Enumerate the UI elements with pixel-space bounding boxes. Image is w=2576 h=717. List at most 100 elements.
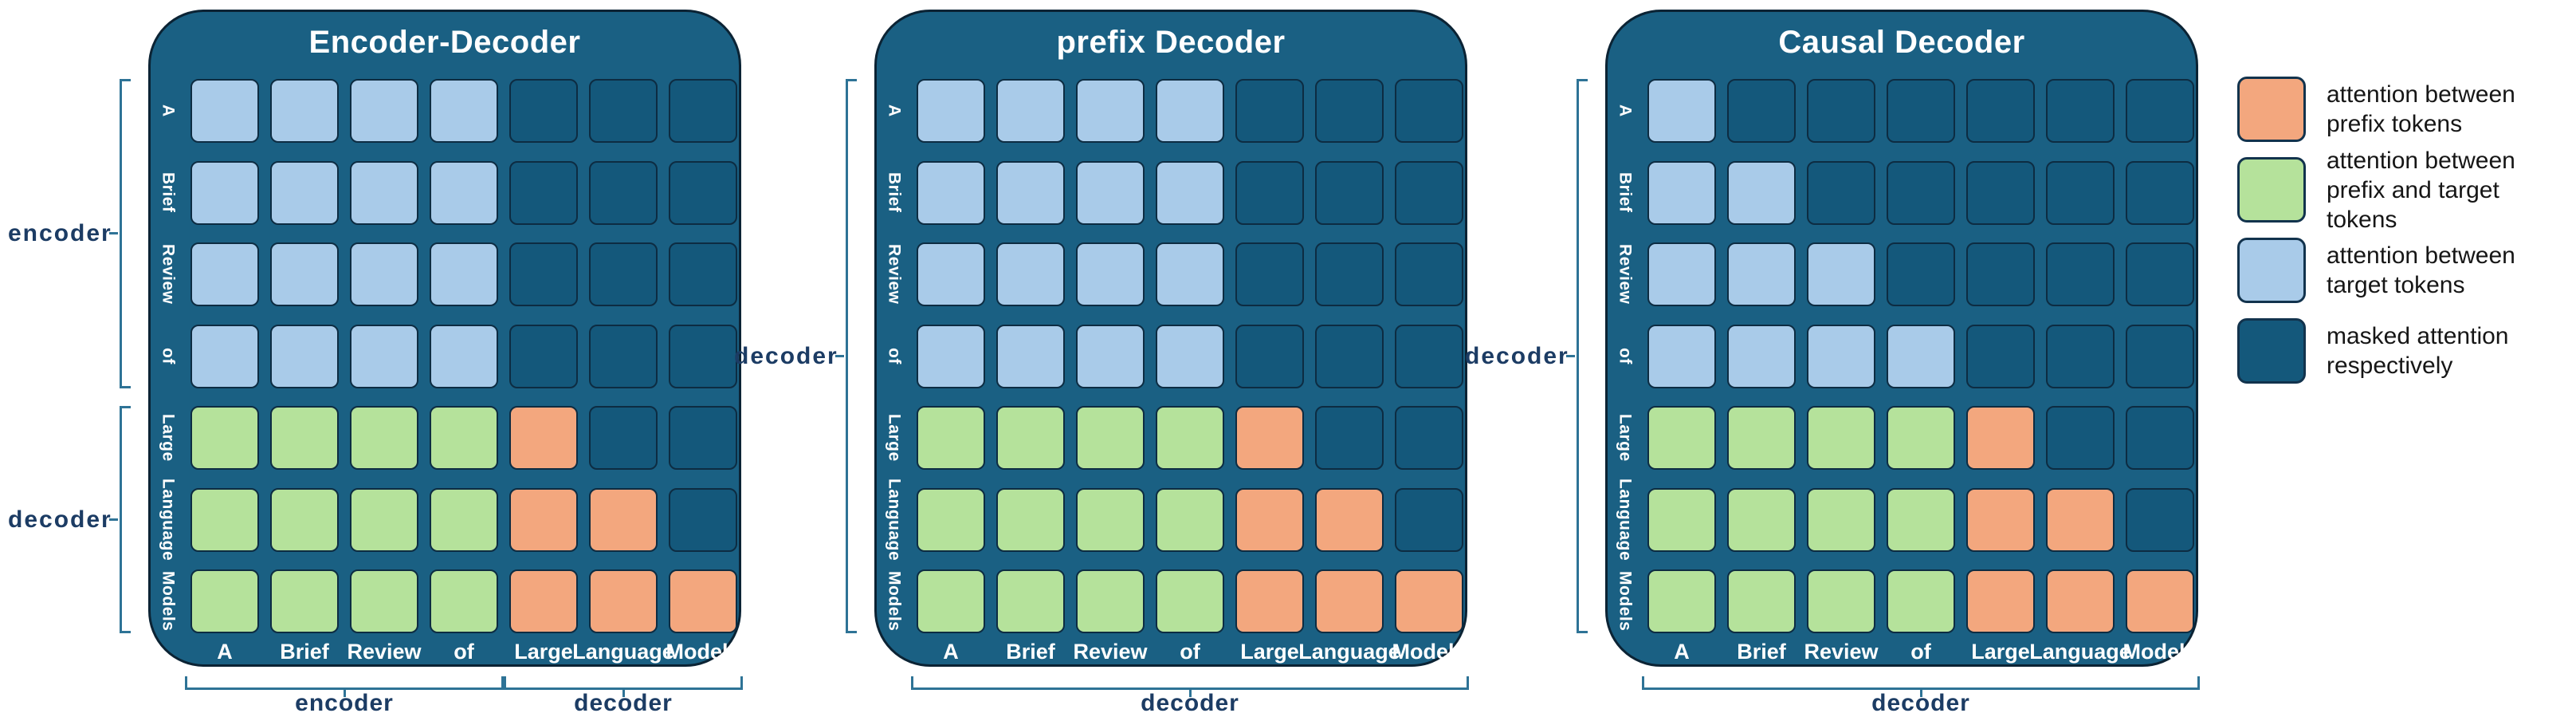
col-label: Brief xyxy=(280,639,329,664)
legend-item: masked attention respectively xyxy=(2237,318,2575,384)
col-label: Language xyxy=(1298,639,1400,664)
row-label: Language xyxy=(885,478,904,561)
attention-cell-target-attention xyxy=(917,242,985,306)
col-label: Models xyxy=(666,639,740,664)
encoder-span-label: encoder xyxy=(8,219,112,246)
attention-cell-prefix-attention xyxy=(1235,487,1304,552)
bracket-connector xyxy=(835,355,844,357)
attention-cell-prefix-target-attention xyxy=(1647,406,1716,470)
attention-cell-target-attention xyxy=(1727,160,1796,225)
attention-cell-prefix-attention xyxy=(1235,569,1304,633)
col-label: Review xyxy=(1804,639,1879,664)
legend-item: attention between prefix and target toke… xyxy=(2237,148,2575,233)
attention-cell-target-attention xyxy=(430,160,498,225)
bottom-bracket xyxy=(911,676,1469,690)
attention-cell-masked-attention xyxy=(2126,160,2194,225)
attention-cell-target-attention xyxy=(1727,242,1796,306)
attention-cell-prefix-target-attention xyxy=(350,487,418,552)
attention-cell-prefix-attention xyxy=(2126,569,2194,633)
col-label: Review xyxy=(347,639,422,664)
attention-cell-target-attention xyxy=(996,324,1065,388)
legend-label: attention between prefix tokens xyxy=(2327,81,2515,137)
attention-cell-target-attention xyxy=(430,324,498,388)
side-bracket xyxy=(120,406,131,633)
attention-cell-target-attention xyxy=(190,79,259,143)
attention-cell-target-attention xyxy=(350,79,418,143)
col-label: Large xyxy=(1971,639,2030,664)
col-label: A xyxy=(1674,639,1690,664)
col-label: Language xyxy=(2029,639,2131,664)
attention-cell-target-attention xyxy=(996,79,1065,143)
attention-cell-masked-attention xyxy=(1887,160,1955,225)
col-label: Review xyxy=(1073,639,1148,664)
attention-cell-target-attention xyxy=(996,160,1065,225)
attention-cell-target-attention xyxy=(190,242,259,306)
legend-swatch-target-attention xyxy=(2237,238,2306,303)
attention-cell-prefix-target-attention xyxy=(1076,406,1145,470)
attention-cell-target-attention xyxy=(190,324,259,388)
attention-cell-target-attention xyxy=(270,242,339,306)
attention-cell-prefix-attention xyxy=(1966,487,2035,552)
attention-cell-prefix-attention xyxy=(589,569,658,633)
attention-cell-target-attention xyxy=(1076,324,1145,388)
attention-cell-target-attention xyxy=(270,160,339,225)
attention-cell-prefix-attention xyxy=(509,406,578,470)
attention-cell-target-attention xyxy=(1076,160,1145,225)
decoder-span-label: decoder xyxy=(1141,690,1239,716)
attention-cell-masked-attention xyxy=(2126,406,2194,470)
attention-cell-prefix-target-attention xyxy=(917,569,985,633)
attention-cell-prefix-target-attention xyxy=(996,487,1065,552)
attention-cell-masked-attention xyxy=(1395,324,1463,388)
side-bracket xyxy=(846,79,857,633)
attention-cell-masked-attention xyxy=(589,160,658,225)
attention-cell-prefix-attention xyxy=(2046,569,2115,633)
col-label: Large xyxy=(514,639,573,664)
encoder-span-label: encoder xyxy=(295,690,394,716)
attention-cell-masked-attention xyxy=(1966,79,2035,143)
attention-cell-masked-attention xyxy=(509,79,578,143)
row-label: Brief xyxy=(159,172,178,213)
row-label: of xyxy=(1616,348,1635,364)
row-label: of xyxy=(885,348,904,364)
row-label: Review xyxy=(885,244,904,305)
attention-cell-masked-attention xyxy=(2126,487,2194,552)
col-label: Models xyxy=(2122,639,2197,664)
attention-cell-prefix-target-attention xyxy=(270,406,339,470)
attention-cell-masked-attention xyxy=(669,160,737,225)
attention-cell-prefix-target-attention xyxy=(1076,569,1145,633)
attention-cell-masked-attention xyxy=(2046,79,2115,143)
legend-swatch-prefix-attention xyxy=(2237,77,2306,142)
attention-cell-masked-attention xyxy=(2046,160,2115,225)
attention-cell-masked-attention xyxy=(1235,160,1304,225)
attention-cell-prefix-attention xyxy=(1315,569,1384,633)
attention-cell-prefix-target-attention xyxy=(1727,487,1796,552)
attention-cell-masked-attention xyxy=(1235,324,1304,388)
attention-cell-masked-attention xyxy=(509,160,578,225)
attention-cell-masked-attention xyxy=(589,242,658,306)
panel-title: Encoder-Decoder xyxy=(308,25,581,60)
bracket-connector xyxy=(622,690,625,697)
legend-item: attention between prefix tokens xyxy=(2237,77,2575,142)
row-label: Brief xyxy=(885,172,904,213)
attention-cell-masked-attention xyxy=(669,79,737,143)
bracket-connector xyxy=(1566,355,1575,357)
attention-cell-masked-attention xyxy=(589,406,658,470)
legend-label: masked attention respectively xyxy=(2327,323,2509,379)
legend-item: attention between target tokens xyxy=(2237,238,2575,303)
row-label: of xyxy=(159,348,178,364)
attention-cell-target-attention xyxy=(1727,324,1796,388)
col-label: of xyxy=(1910,639,1931,664)
attention-cell-masked-attention xyxy=(589,324,658,388)
attention-cell-prefix-target-attention xyxy=(1727,406,1796,470)
attention-cell-prefix-target-attention xyxy=(1076,487,1145,552)
bottom-bracket xyxy=(504,676,743,690)
attention-cell-prefix-attention xyxy=(1235,406,1304,470)
decoder-span-label: decoder xyxy=(574,690,673,716)
